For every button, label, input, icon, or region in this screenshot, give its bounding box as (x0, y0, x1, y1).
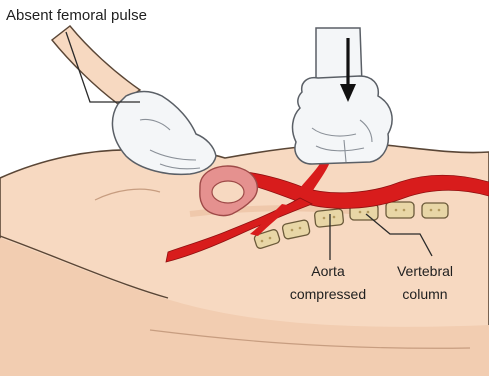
vertebral-column-label-line1: Vertebral (397, 263, 453, 279)
vertebra (422, 203, 448, 218)
aorta-compressed-label-line2: compressed (290, 286, 366, 302)
vertebra (314, 209, 344, 228)
fist-icon (293, 28, 393, 164)
aorta-compressed-label-line1: Aorta (311, 263, 345, 279)
vertebral-column-label-line2: column (402, 286, 447, 302)
gloved-hand-icon (52, 26, 216, 174)
vertebra (386, 202, 414, 218)
absent-femoral-pulse-label: Absent femoral pulse (6, 7, 147, 24)
